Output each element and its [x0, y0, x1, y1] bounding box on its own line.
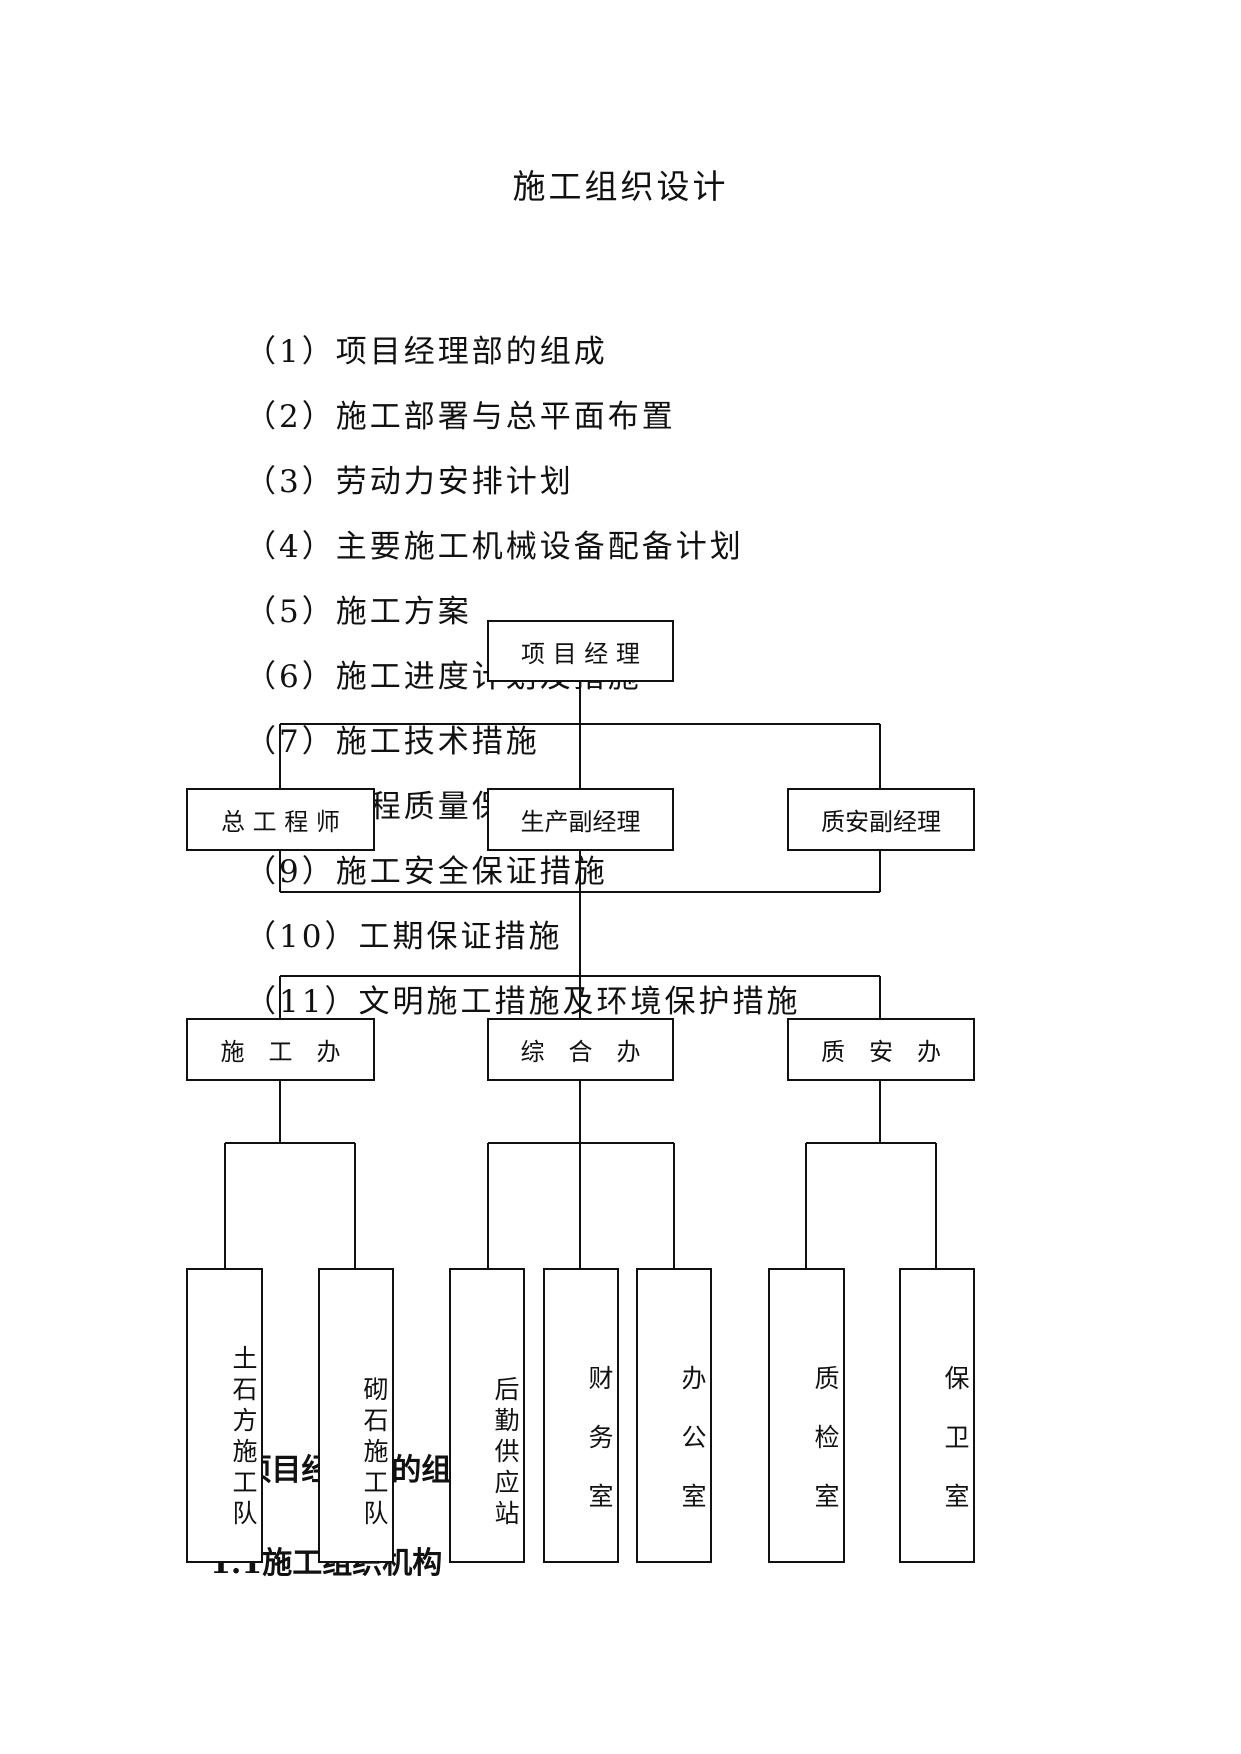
- toc-item-5: （5）施工方案: [245, 594, 472, 630]
- org-node-masonry-team: 砌石施工队: [318, 1268, 394, 1563]
- org-node-security-room: 保卫室: [899, 1268, 975, 1563]
- toc-item-1: （1）项目经理部的组成: [245, 334, 608, 370]
- org-node-admin-room: 办公室: [636, 1268, 712, 1563]
- toc-item-3: （3）劳动力安排计划: [245, 464, 574, 500]
- org-node-qc-room: 质检室: [768, 1268, 845, 1563]
- toc-item-9: （9）施工安全保证措施: [245, 854, 608, 890]
- org-node-production-deputy: 生产副经理: [487, 788, 674, 851]
- org-node-chief-engineer: 总 工 程 师: [186, 788, 375, 851]
- toc-item-11: （11）文明施工措施及环境保护措施: [245, 984, 801, 1020]
- toc-item-4: （4）主要施工机械设备配备计划: [245, 529, 744, 565]
- toc-item-2: （2）施工部署与总平面布置: [245, 399, 676, 435]
- org-node-manager: 项 目 经 理: [487, 620, 674, 682]
- org-node-quality-safety-office: 质 安 办: [787, 1018, 975, 1081]
- org-node-finance-room: 财务室: [543, 1268, 619, 1563]
- org-node-earthwork-team: 土石方施工队: [186, 1268, 263, 1563]
- document-title: 施工组织设计: [512, 167, 729, 206]
- toc-item-7: （7）施工技术措施: [245, 724, 540, 760]
- org-node-quality-safety-deputy: 质安副经理: [787, 788, 975, 851]
- org-node-logistics-station: 后勤供应站: [449, 1268, 525, 1563]
- org-node-construction-office: 施 工 办: [186, 1018, 375, 1081]
- toc-item-10: （10）工期保证措施: [245, 919, 563, 955]
- org-node-general-office: 综 合 办: [487, 1018, 674, 1081]
